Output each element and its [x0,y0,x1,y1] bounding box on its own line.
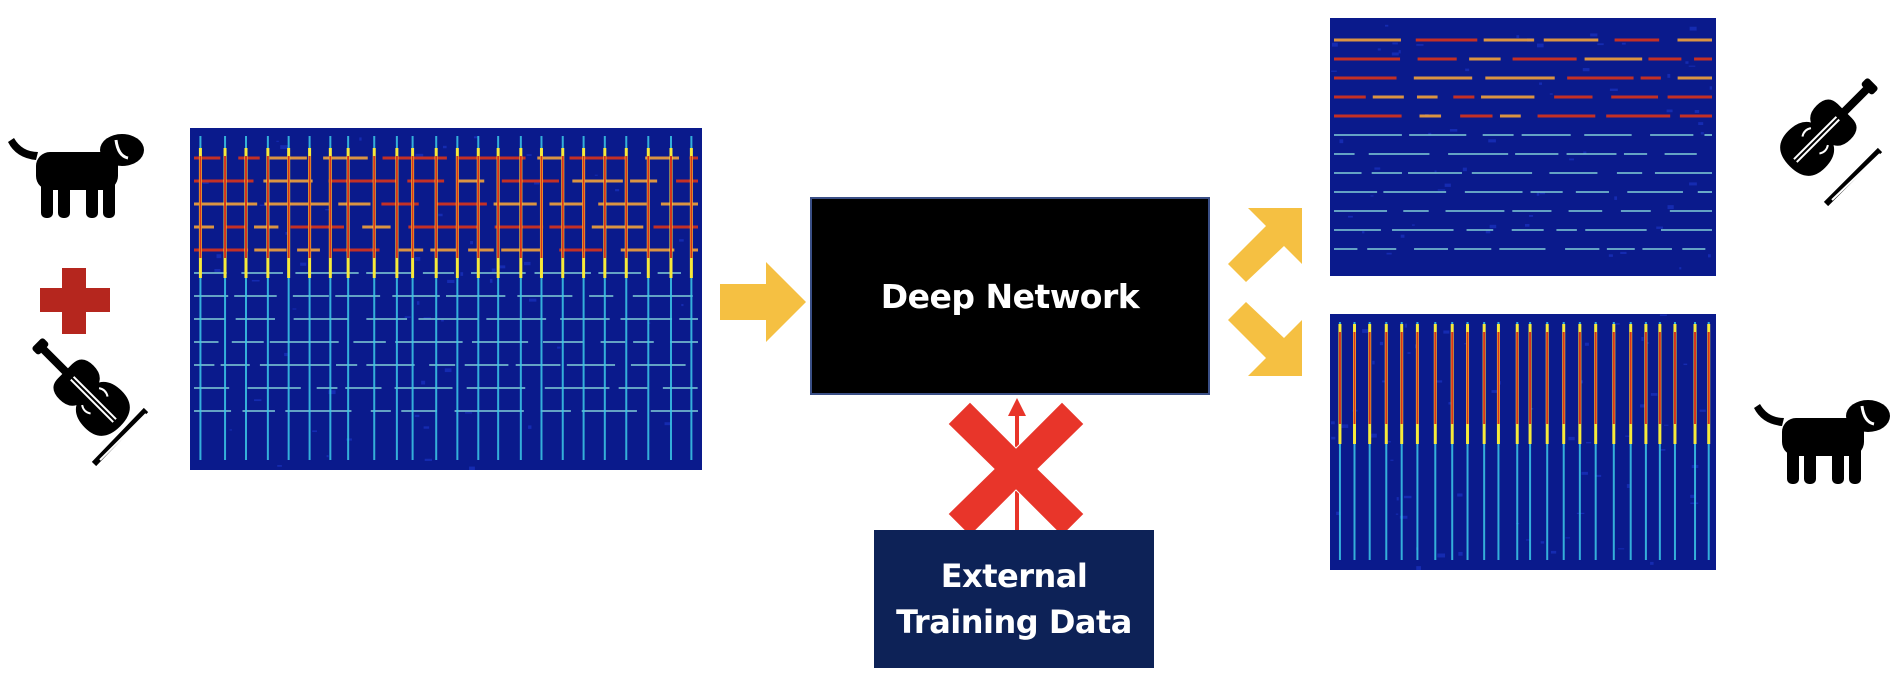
arrow-icon-to-network [720,262,806,342]
cross-icon [948,402,1084,536]
external-data-line1: External [940,557,1088,595]
mixture-spectrogram [190,128,702,470]
dog-output-spectrogram [1330,314,1716,570]
violin-icon-output [1750,70,1886,206]
deep-network-label: Deep Network [880,276,1140,316]
violin-icon-input [24,330,160,466]
dog-icon-output [1752,396,1892,486]
external-training-data-box: External Training Data [874,530,1154,668]
plus-icon [40,268,110,334]
external-data-line2: Training Data [896,603,1132,641]
deep-network-box: Deep Network [810,197,1210,395]
violin-output-spectrogram [1330,18,1716,276]
dog-icon-input [6,130,146,220]
arrow-icon-down-right [1228,302,1302,376]
arrow-icon-up-right [1228,208,1302,282]
